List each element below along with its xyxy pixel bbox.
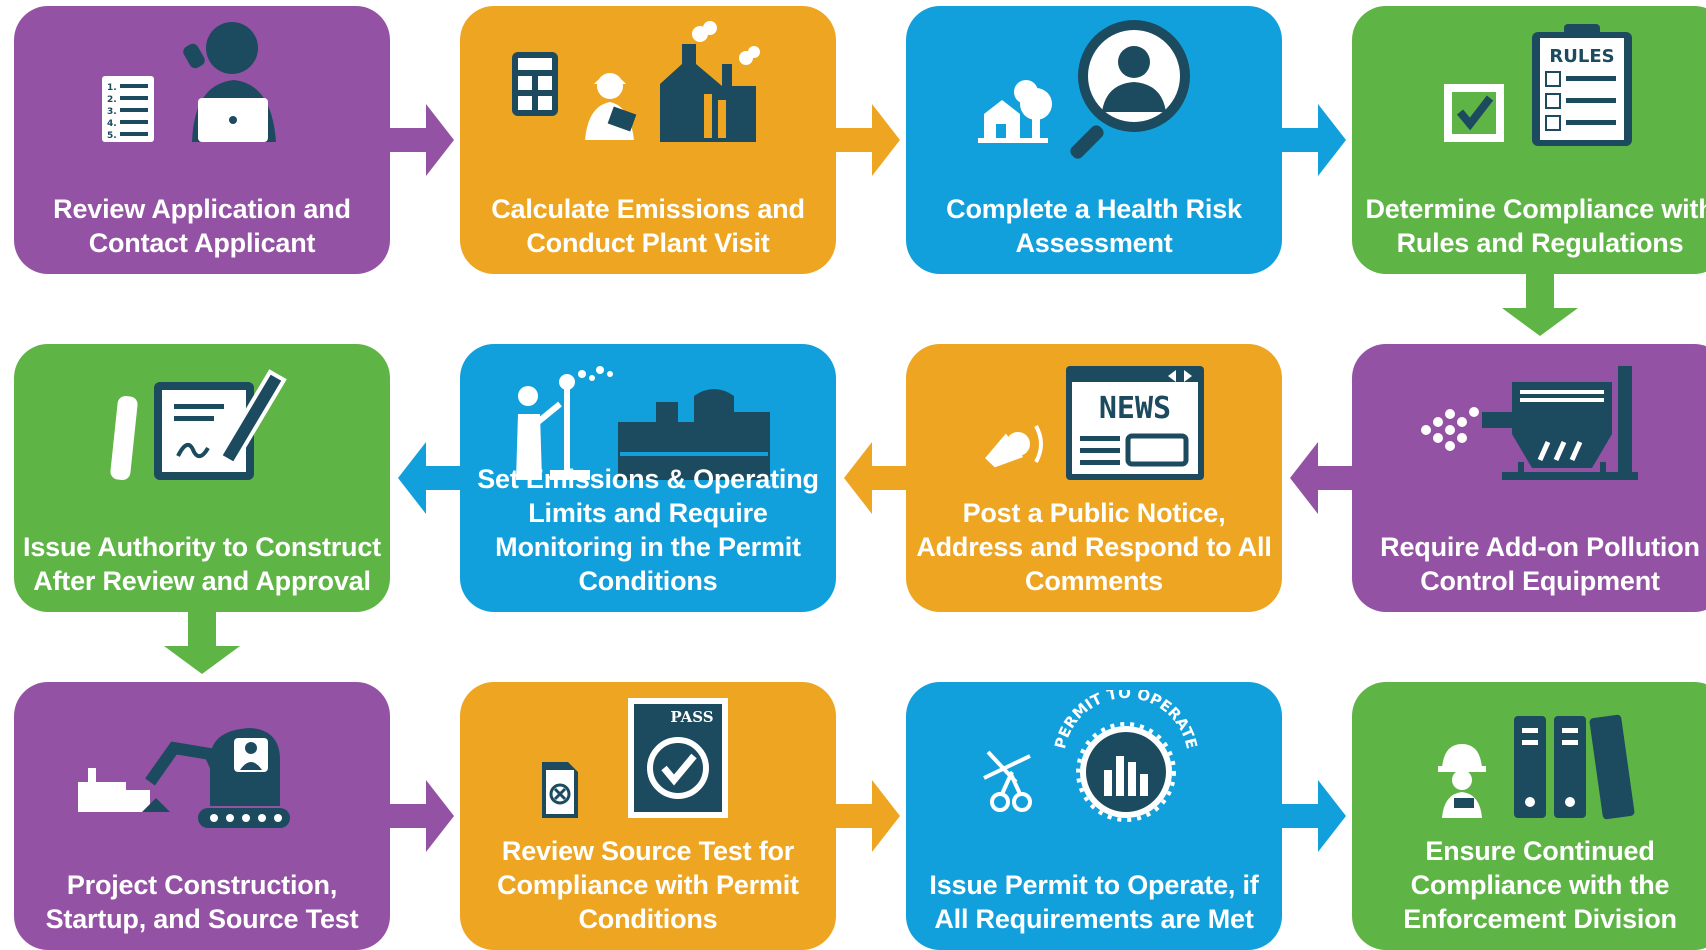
svg-text:1.: 1. <box>107 83 117 93</box>
authority-to-construct-icon <box>14 352 390 502</box>
arrow-right-2 <box>836 104 900 176</box>
applicant-review-icon: 1. 2. 3. 4. 5. <box>14 14 390 164</box>
arrow-left-3 <box>398 442 462 514</box>
arrow-down-2 <box>164 612 240 674</box>
arrow-right-6 <box>1282 780 1346 852</box>
arrow-right-4 <box>390 780 454 852</box>
step-card-5: Require Add-on Pollution Control Equipme… <box>1352 344 1706 612</box>
step-label: Complete a Health Risk Assessment <box>946 194 1242 258</box>
svg-text:3.: 3. <box>107 107 117 117</box>
step-label: Issue Permit to Operate, if All Requirem… <box>929 870 1259 934</box>
arrow-left-1 <box>1290 442 1354 514</box>
step-card-10: PASS Review Source Test for Compliance w… <box>460 682 836 950</box>
step-card-7: Set Emissions & Operating Limits and Req… <box>460 344 836 612</box>
arrow-down-1 <box>1502 274 1578 336</box>
rules-text: RULES <box>1549 46 1614 67</box>
svg-text:4.: 4. <box>107 119 117 129</box>
construction-icon <box>14 690 390 840</box>
arrow-right-1 <box>390 104 454 176</box>
step-card-6: NEWS Post a Public Notice, Address and R… <box>906 344 1282 612</box>
step-label: Issue Authority to Construct After Revie… <box>23 532 381 596</box>
step-label: Require Add-on Pollution Control Equipme… <box>1380 532 1700 596</box>
step-label: Review Application and Contact Applicant <box>53 194 351 258</box>
step-card-8: Issue Authority to Construct After Revie… <box>14 344 390 612</box>
health-risk-icon <box>906 14 1282 164</box>
step-label: Calculate Emissions and Conduct Plant Vi… <box>491 194 805 258</box>
svg-text:2.: 2. <box>107 95 117 105</box>
arrow-left-2 <box>844 442 908 514</box>
step-card-1: 1. 2. 3. 4. 5. Review Application and Co… <box>14 6 390 274</box>
step-label: Set Emissions & Operating Limits and Req… <box>477 464 819 596</box>
rules-checklist-icon: RULES <box>1352 14 1706 164</box>
permit-to-operate-icon: PERMIT TO OPERATE <box>906 690 1282 840</box>
enforcement-icon <box>1352 690 1706 840</box>
arrow-right-3 <box>1282 104 1346 176</box>
pollution-control-icon <box>1352 352 1706 502</box>
step-card-2: Calculate Emissions and Conduct Plant Vi… <box>460 6 836 274</box>
step-card-9: Project Construction, Startup, and Sourc… <box>14 682 390 950</box>
step-card-4: RULES Determine Compliance with Rules an… <box>1352 6 1706 274</box>
monitoring-icon <box>460 352 836 502</box>
public-notice-icon: NEWS <box>906 352 1282 502</box>
plant-visit-icon <box>460 14 836 164</box>
step-label: Project Construction, Startup, and Sourc… <box>45 870 359 934</box>
pass-text: PASS <box>670 708 713 726</box>
step-label: Determine Compliance with Rules and Regu… <box>1365 194 1706 258</box>
svg-text:5.: 5. <box>107 131 117 141</box>
step-label: Ensure Continued Compliance with the Enf… <box>1403 836 1677 934</box>
step-label: Post a Public Notice, Address and Respon… <box>916 498 1272 596</box>
source-test-icon: PASS <box>460 690 836 840</box>
news-text: NEWS <box>1099 391 1171 426</box>
arrow-right-5 <box>836 780 900 852</box>
step-card-3: Complete a Health Risk Assessment <box>906 6 1282 274</box>
step-label: Review Source Test for Compliance with P… <box>497 836 799 934</box>
step-card-11: PERMIT TO OPERATE Issue Permit to Operat… <box>906 682 1282 950</box>
step-card-12: Ensure Continued Compliance with the Enf… <box>1352 682 1706 950</box>
